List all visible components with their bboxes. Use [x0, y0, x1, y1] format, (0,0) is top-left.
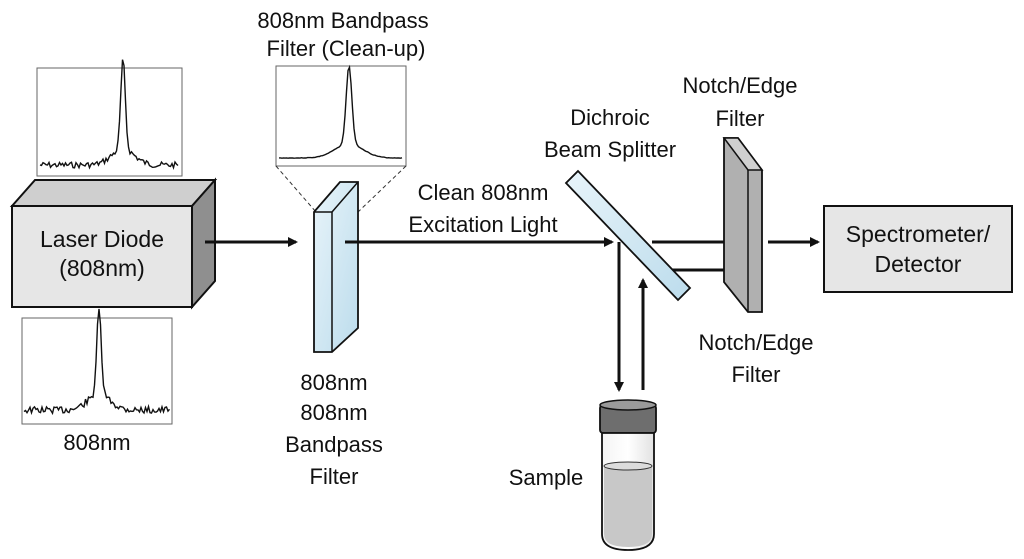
- laser-spectrum-bottom-label: 808nm: [63, 430, 130, 455]
- bandpass-filter-label-line4: Filter: [310, 464, 359, 489]
- dichroic-label-line1: Dichroic: [570, 105, 649, 130]
- beam-paths: [205, 237, 820, 392]
- laser-diode-label-line1: Laser Diode: [40, 226, 164, 252]
- excitation-light-label: Clean 808nm Excitation Light: [408, 180, 557, 237]
- notch-edge-filter: Notch/Edge Filter Notch/Edge Filter: [683, 73, 814, 387]
- dichroic-label-line2: Beam Splitter: [544, 137, 676, 162]
- spectrometer-label-line1: Spectrometer/: [846, 221, 991, 247]
- laser-diode-box: Laser Diode (808nm): [9, 177, 218, 310]
- notch-bottom-label-line1: Notch/Edge: [699, 330, 814, 355]
- cleanup-filter-label-line2: Filter (Clean-up): [267, 36, 426, 61]
- excitation-light-label-line2: Excitation Light: [408, 212, 557, 237]
- laser-spectrum-bottom-trace: [23, 308, 171, 416]
- spectrometer-label-line2: Detector: [875, 251, 962, 277]
- bandpass-filter-label: 808nm 808nm Bandpass Filter: [285, 370, 383, 489]
- cleanup-filter-trace: [279, 64, 403, 159]
- notch-bottom-label-line2: Filter: [732, 362, 781, 387]
- dichroic-beam-splitter: Dichroic Beam Splitter: [544, 105, 692, 302]
- bandpass-filter-label-line1: 808nm: [300, 370, 367, 395]
- cleanup-filter-label-line1: 808nm Bandpass: [257, 8, 428, 33]
- laser-spectrum-top-trace: [39, 59, 179, 171]
- sample-label: Sample: [509, 465, 584, 490]
- laser-spectrum-bottom: 808nm: [21, 308, 173, 455]
- bandpass-filter-plate: [313, 181, 359, 353]
- cleanup-filter-spectrum: 808nm Bandpass Filter (Clean-up): [257, 8, 429, 213]
- notch-top-label-line2: Filter: [716, 106, 765, 131]
- laser-spectrum-top: [36, 59, 183, 177]
- sample-liquid: [604, 466, 652, 547]
- bandpass-filter-label-line3: Bandpass: [285, 432, 383, 457]
- notch-top-label-line1: Notch/Edge: [683, 73, 798, 98]
- spectrometer-detector-box: Spectrometer/ Detector: [823, 205, 1013, 293]
- laser-diode-label-line2: (808nm): [59, 255, 145, 281]
- excitation-light-label-line1: Clean 808nm: [418, 180, 549, 205]
- sample-vial: Sample: [509, 399, 657, 551]
- bandpass-filter-label-line2: 808nm: [300, 400, 367, 425]
